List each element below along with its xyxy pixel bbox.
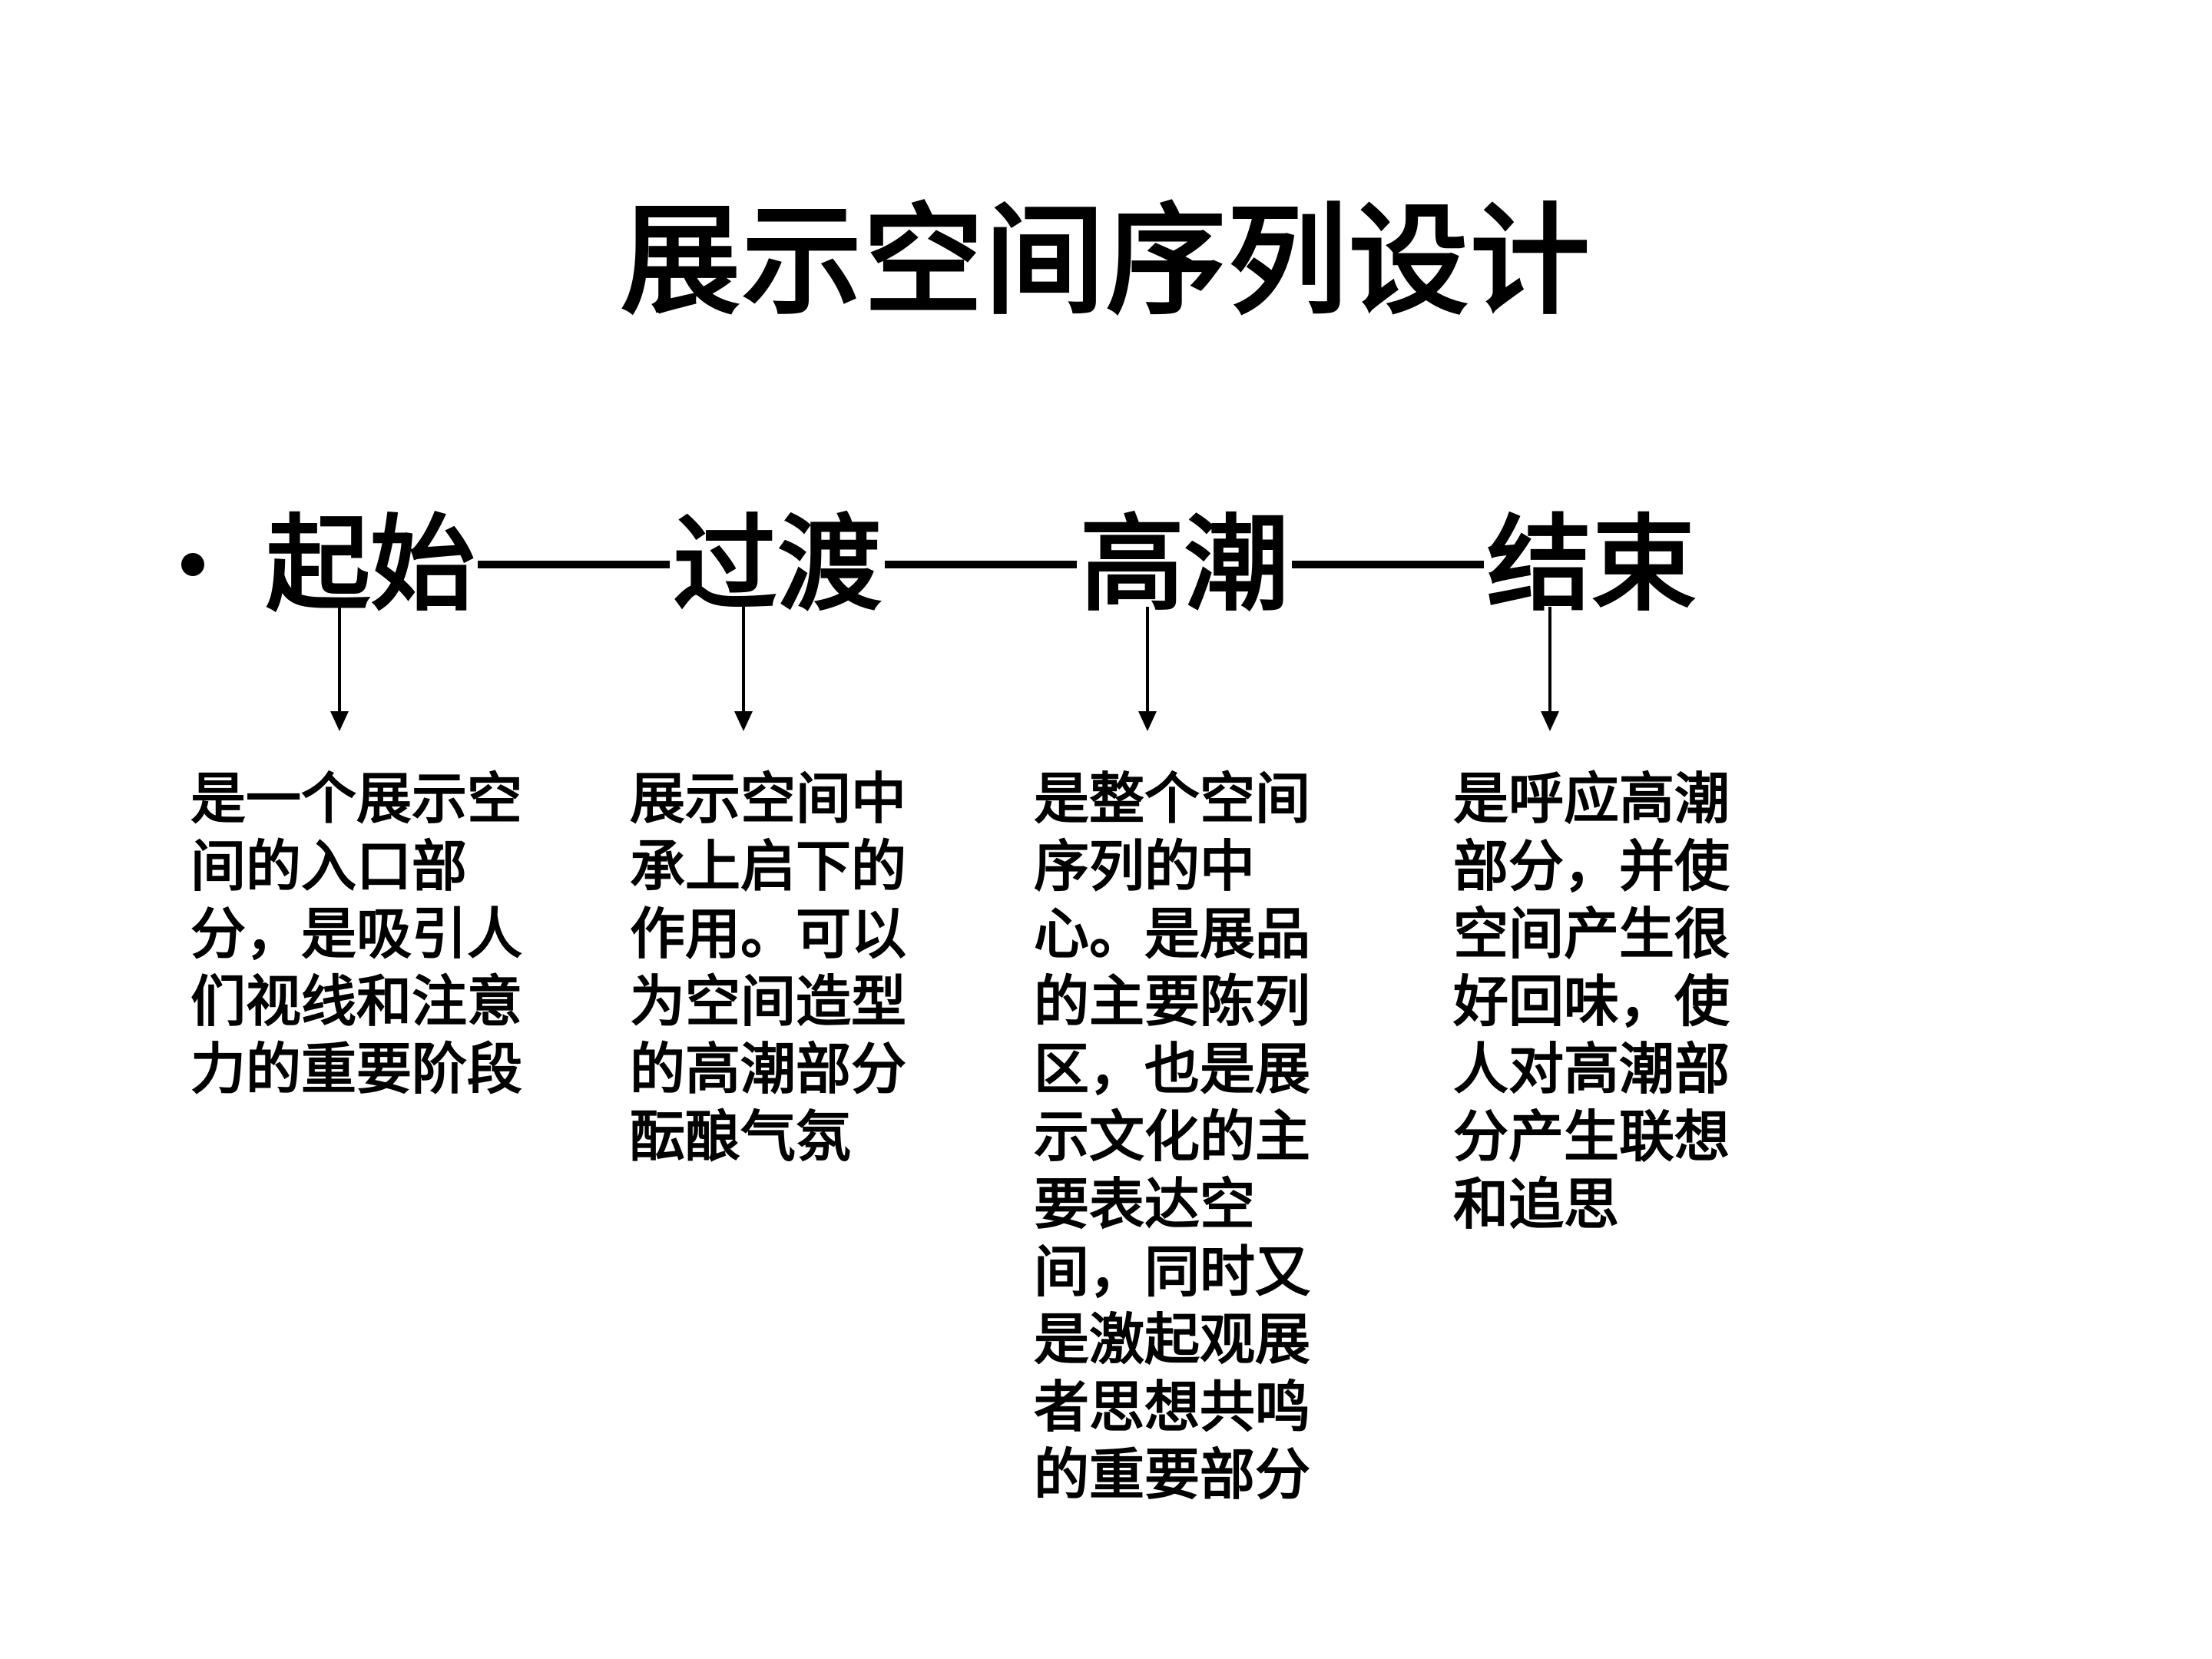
stage-separator xyxy=(1292,561,1484,568)
stage-climax: 高潮 xyxy=(1080,503,1289,626)
sequence-bullet: 起始 过渡 高潮 结束 xyxy=(181,492,1696,637)
stage-transition: 过渡 xyxy=(673,503,882,626)
sequence-stages: 起始 过渡 高潮 结束 xyxy=(266,492,1696,637)
slide-title: 展示空间序列设计 xyxy=(621,190,1591,331)
stage-end: 结束 xyxy=(1487,503,1696,626)
stage-climax-description: 是整个空间序列的中心。是展品的主要陈列区，也是展示文化的主要表达空间，同时又是激… xyxy=(1034,767,1311,1507)
stage-separator xyxy=(885,561,1077,568)
stage-start-description: 是一个展示空间的入口部分，是吸引人们视线和注意力的重要阶段 xyxy=(190,767,523,1101)
stage-start: 起始 xyxy=(266,503,475,626)
stage-end-description: 是呼应高潮部分，并使空间产生很好回味，使人对高潮部分产生联想和追思 xyxy=(1453,767,1730,1237)
stage-separator xyxy=(478,561,670,568)
bullet-dot-icon xyxy=(181,553,204,576)
stage-transition-description: 展示空间中承上启下的作用。可以为空间造型的高潮部分酝酿气氛 xyxy=(630,767,907,1169)
